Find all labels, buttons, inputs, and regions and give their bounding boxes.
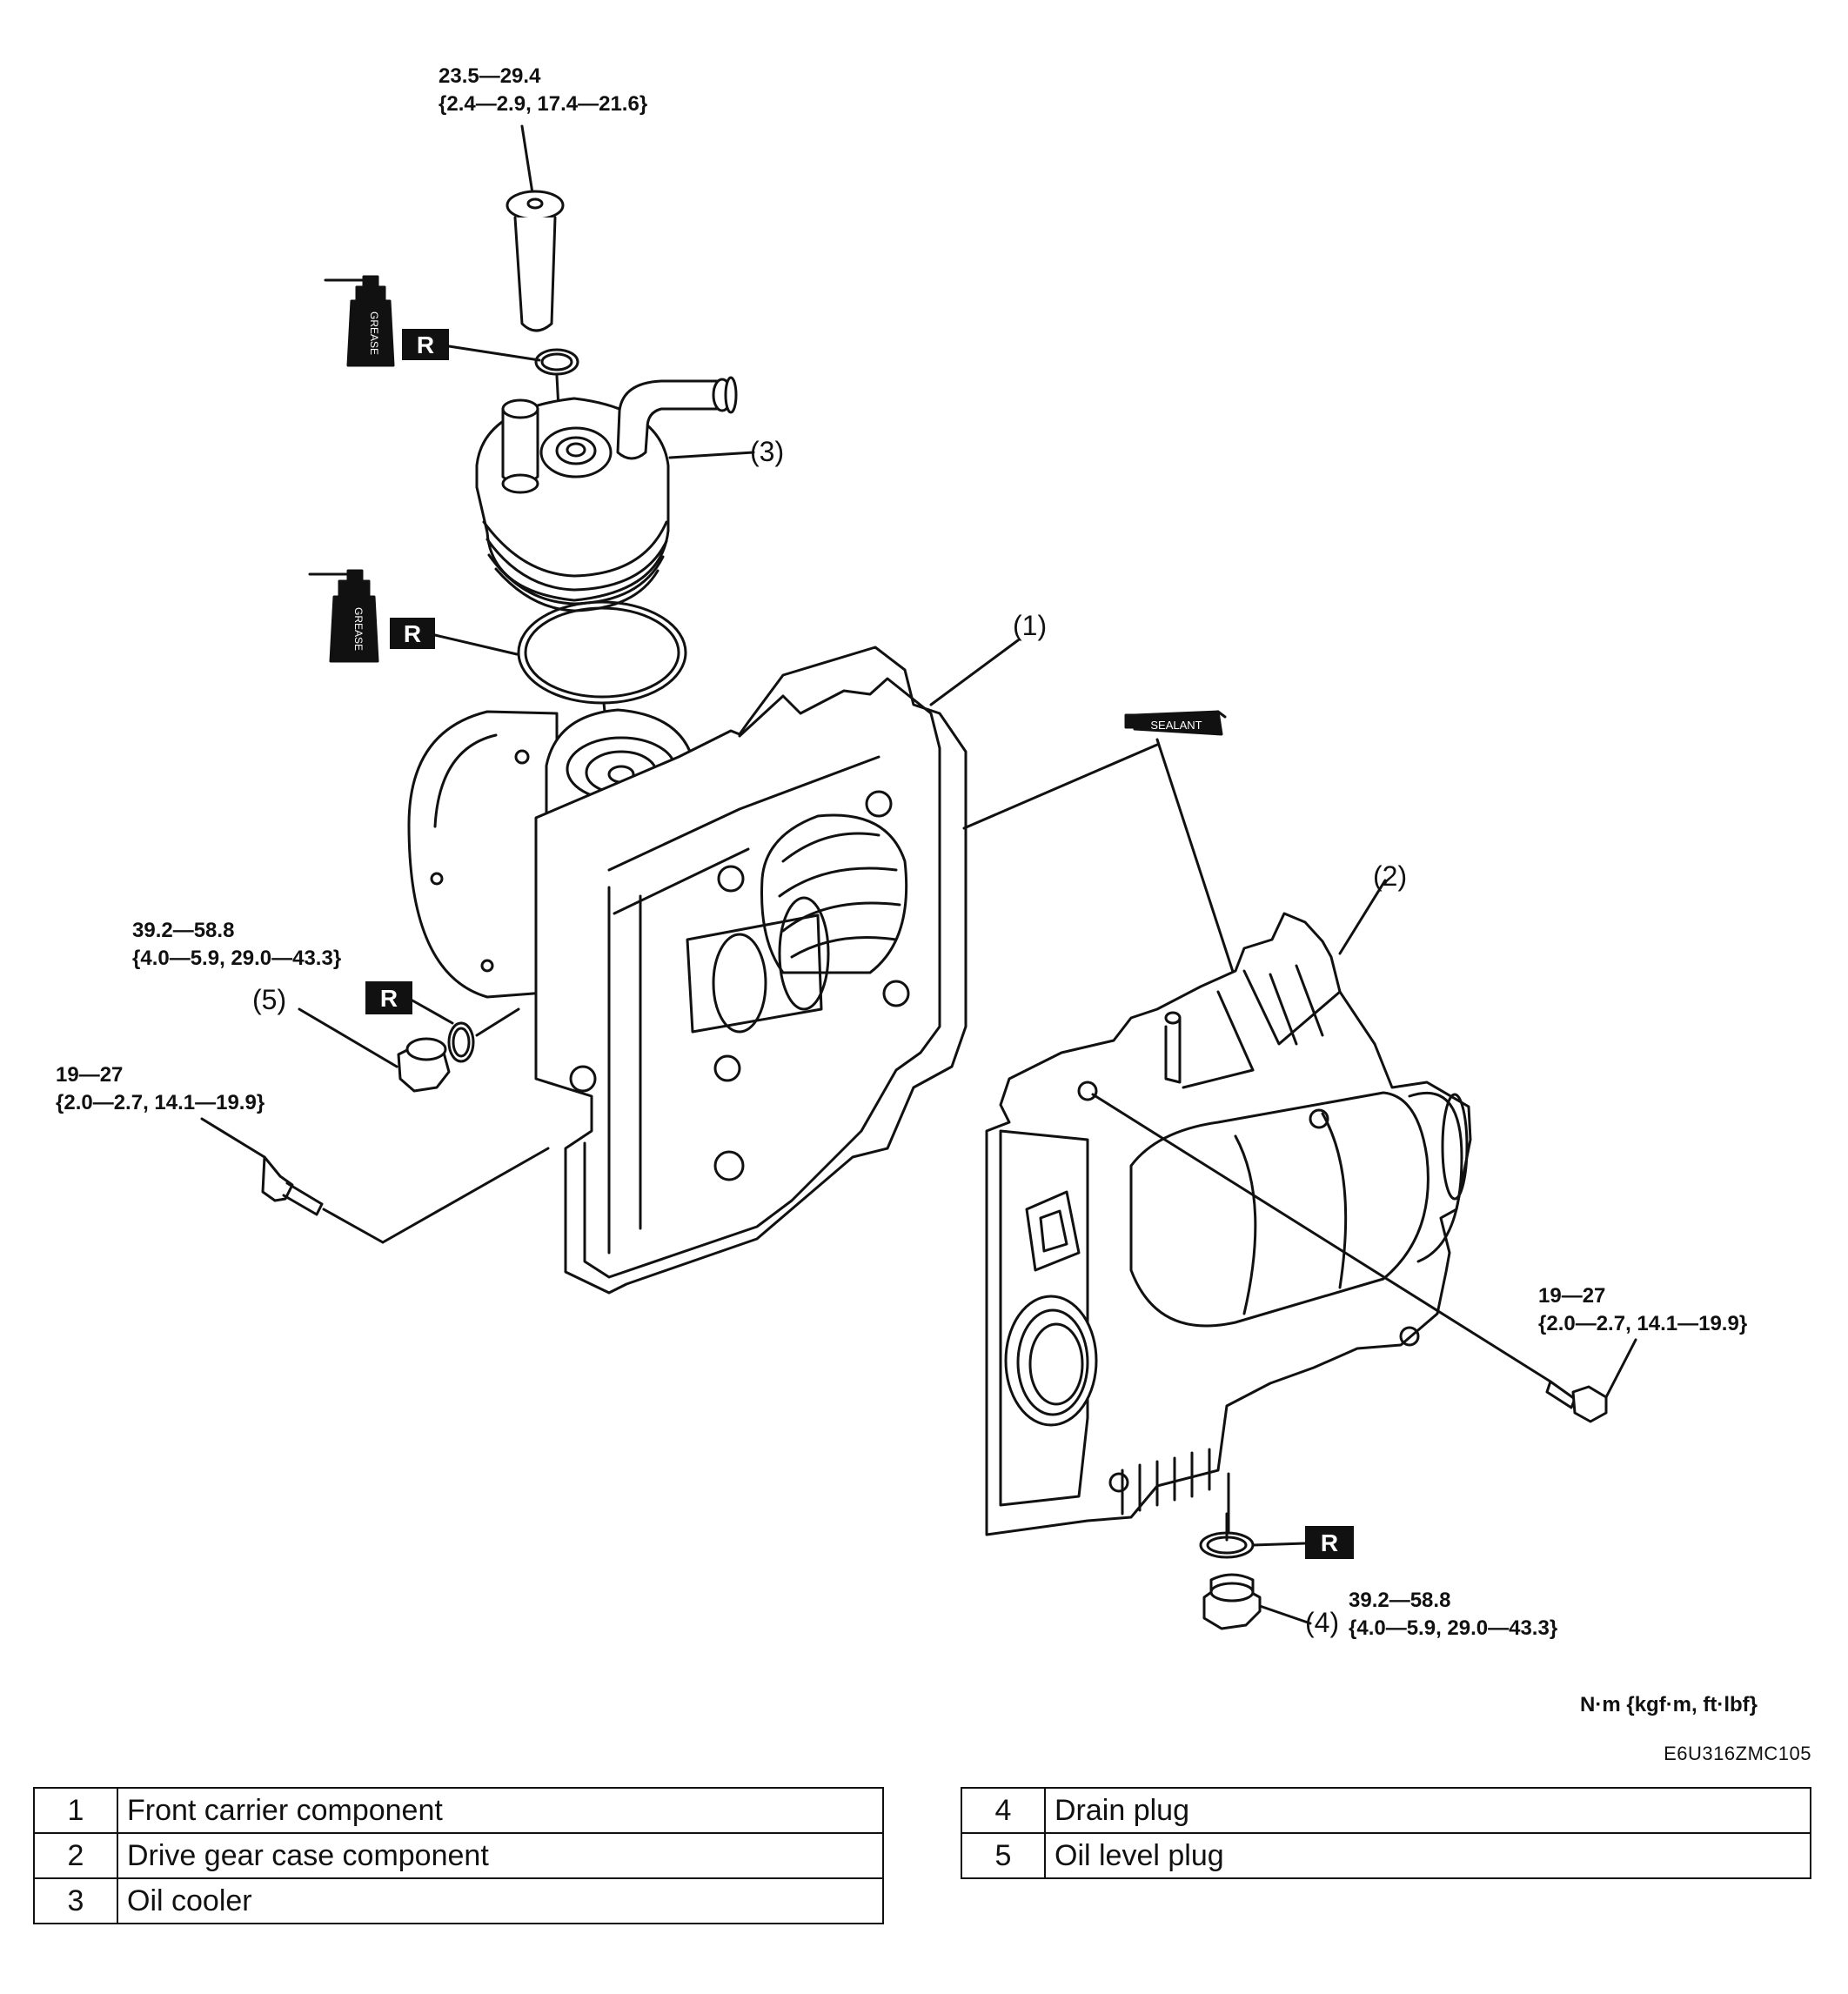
legend-name: Front carrier component	[117, 1787, 884, 1834]
legend-name: Oil cooler	[117, 1877, 884, 1924]
svg-text:R: R	[1321, 1529, 1338, 1556]
front-carrier-bolt	[200, 1117, 550, 1244]
drive-gear-case-bolt	[1091, 1093, 1637, 1423]
callout-5: (5)	[252, 984, 286, 1015]
torque-oil-cooler-bolt: 23.5—29.4 {2.4—2.9, 17.4—21.6}	[439, 64, 648, 116]
table-row: 3 Oil cooler	[33, 1877, 884, 1924]
table-row: 1 Front carrier component	[33, 1787, 884, 1834]
grease-label: GREASE	[368, 311, 380, 355]
legend-name: Drain plug	[1044, 1787, 1811, 1834]
legend-name: Oil level plug	[1044, 1832, 1811, 1879]
replace-part-icon: R	[402, 329, 541, 362]
callout-1: (1)	[1013, 610, 1047, 641]
torque-oil-level-plug: 39.2—58.8 {4.0—5.9, 29.0—43.3}	[132, 919, 342, 970]
svg-text:R: R	[404, 620, 421, 647]
grease-can-icon: GREASE	[324, 275, 395, 367]
grease-can-icon: GREASE	[308, 569, 379, 663]
oil-cooler	[475, 376, 755, 612]
legend-number: 3	[33, 1877, 118, 1924]
figure-code: E6U316ZMC105	[1664, 1743, 1811, 1764]
oil-cooler-bolt	[506, 124, 565, 332]
oil-level-plug	[397, 1007, 520, 1093]
legend-number: 1	[33, 1787, 118, 1834]
svg-text:R: R	[417, 331, 434, 358]
svg-text:SEALANT: SEALANT	[1150, 719, 1202, 732]
svg-text:R: R	[380, 985, 398, 1012]
table-row: 4 Drain plug	[961, 1787, 1811, 1834]
drain-plug	[1199, 1472, 1312, 1630]
legend-number: 2	[33, 1832, 118, 1879]
legend-table-right: 4 Drain plug 5 Oil level plug	[961, 1787, 1811, 1879]
drive-gear-case-component	[985, 912, 1472, 1542]
replace-part-icon: R	[365, 981, 454, 1025]
table-row: 2 Drive gear case component	[33, 1832, 884, 1879]
torque-drive-gear-case-bolt: 19—27 {2.0—2.7, 14.1—19.9}	[1538, 1284, 1748, 1335]
legend-name: Drive gear case component	[117, 1832, 884, 1879]
table-row: 5 Oil level plug	[961, 1832, 1811, 1879]
torque-units: N·m {kgf·m, ft·lbf}	[1580, 1693, 1758, 1716]
legend-table-left: 1 Front carrier component 2 Drive gear c…	[33, 1787, 884, 1924]
torque-front-carrier-bolt: 19—27 {2.0—2.7, 14.1—19.9}	[56, 1063, 265, 1114]
callout-3: (3)	[750, 436, 784, 467]
sealant-tube-icon: SEALANT	[1124, 710, 1235, 976]
legend-number: 5	[961, 1832, 1046, 1879]
svg-text:GREASE: GREASE	[352, 607, 365, 651]
replace-part-icon: R	[390, 618, 519, 656]
torque-drain-plug: 39.2—58.8 {4.0—5.9, 29.0—43.3}	[1349, 1589, 1558, 1640]
callout-2: (2)	[1373, 860, 1407, 892]
replace-part-icon: R	[1251, 1526, 1354, 1559]
front-carrier-component	[407, 646, 968, 1295]
legend-number: 4	[961, 1787, 1046, 1834]
callout-4: (4)	[1305, 1607, 1339, 1638]
